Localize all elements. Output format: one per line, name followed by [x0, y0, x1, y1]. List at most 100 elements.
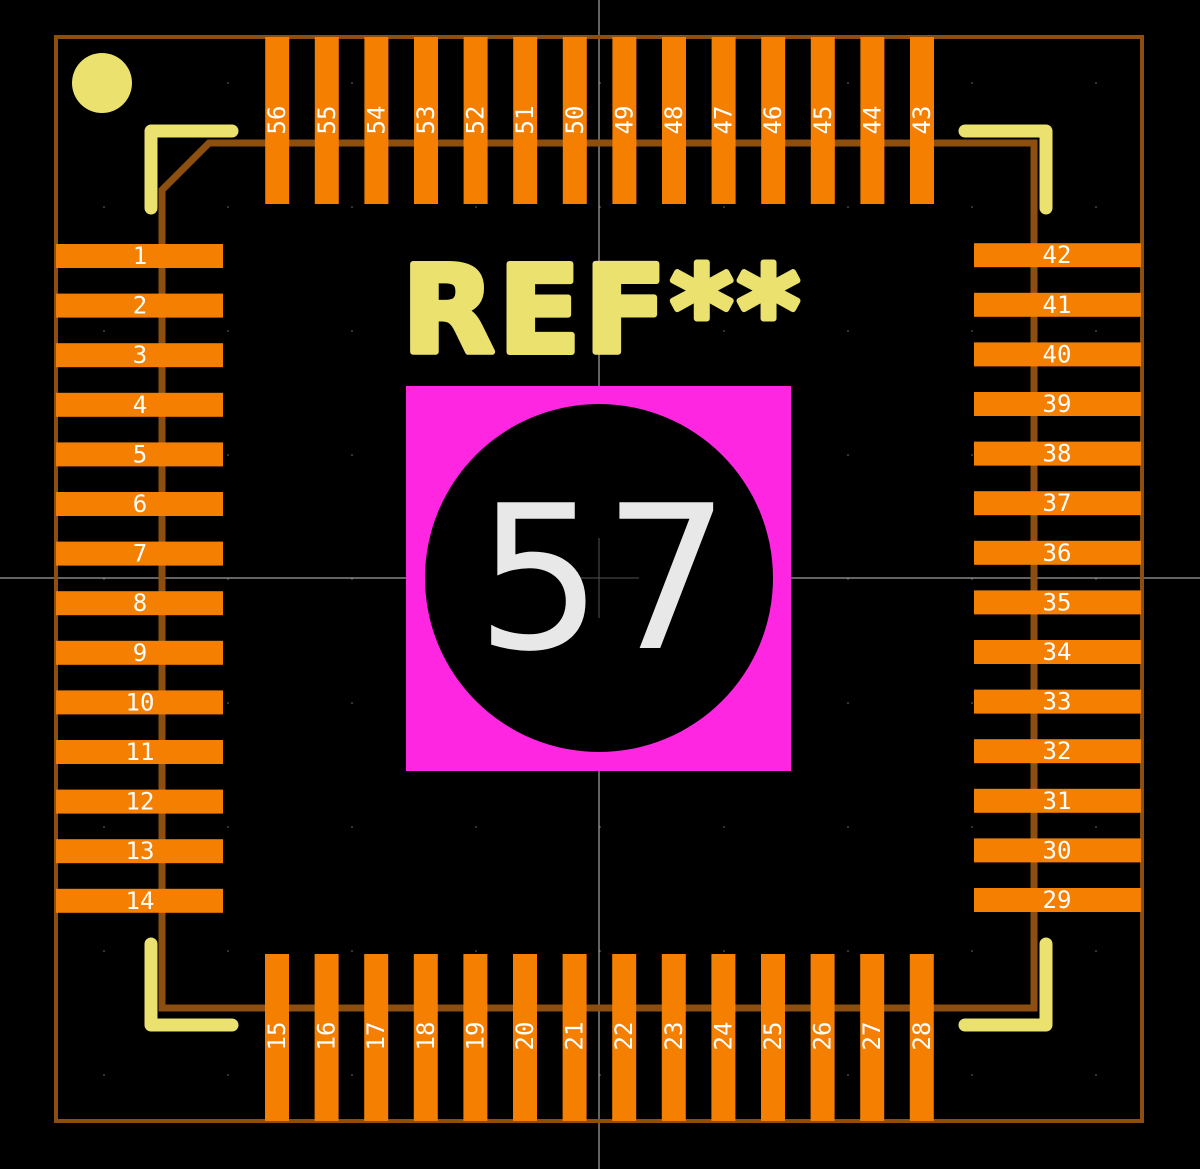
pad-shape	[974, 342, 1141, 367]
grid-dot	[227, 82, 229, 84]
pad-shape	[974, 590, 1141, 615]
pad-42[interactable]: 42	[974, 241, 1141, 269]
grid-dot	[971, 1074, 973, 1076]
pad-7[interactable]: 7	[56, 540, 223, 568]
pin-number-label: 3	[133, 341, 147, 369]
pad-47[interactable]: 47	[710, 37, 738, 204]
pad-33[interactable]: 33	[974, 688, 1141, 716]
pad-6[interactable]: 6	[56, 490, 223, 518]
pad-44[interactable]: 44	[858, 37, 886, 204]
pad-shape	[463, 37, 488, 204]
pad-shape	[612, 954, 637, 1121]
pad-3[interactable]: 3	[56, 341, 223, 369]
pad-53[interactable]: 53	[412, 37, 440, 204]
pad-shape	[860, 37, 885, 204]
pad-26[interactable]: 26	[809, 954, 837, 1121]
pin-number-label: 27	[858, 1022, 886, 1051]
pad-11[interactable]: 11	[56, 738, 223, 766]
pin-number-label: 45	[809, 106, 837, 135]
grid-dot	[1095, 1074, 1097, 1076]
grid-dot	[475, 826, 477, 828]
pad-17[interactable]: 17	[362, 954, 390, 1121]
pad-shape	[56, 541, 223, 566]
pad-46[interactable]: 46	[759, 37, 787, 204]
pad-shape	[974, 292, 1141, 317]
pad-23[interactable]: 23	[660, 954, 688, 1121]
pad-56[interactable]: 56	[263, 37, 291, 204]
pad-45[interactable]: 45	[809, 37, 837, 204]
pad-shape	[974, 838, 1141, 863]
pad-29[interactable]: 29	[974, 886, 1141, 914]
pad-55[interactable]: 55	[313, 37, 341, 204]
pad-9[interactable]: 9	[56, 639, 223, 667]
pad-shape	[56, 640, 223, 665]
grid-dot	[351, 330, 353, 332]
pad-52[interactable]: 52	[462, 37, 490, 204]
grid-dot	[971, 206, 973, 208]
pad-16[interactable]: 16	[313, 954, 341, 1121]
pad-41[interactable]: 41	[974, 291, 1141, 319]
pad-10[interactable]: 10	[56, 688, 223, 716]
silk-corner-top-left	[144, 124, 239, 215]
pin-number-label: 46	[759, 106, 787, 135]
pad-shape	[56, 591, 223, 616]
pad-20[interactable]: 20	[511, 954, 539, 1121]
grid-dot	[847, 950, 849, 952]
pad-31[interactable]: 31	[974, 787, 1141, 815]
grid-dot	[1095, 206, 1097, 208]
pad-51[interactable]: 51	[511, 37, 539, 204]
pad-15[interactable]: 15	[263, 954, 291, 1121]
pad-shape	[56, 343, 223, 368]
pad-2[interactable]: 2	[56, 292, 223, 320]
pad-13[interactable]: 13	[56, 837, 223, 865]
pad-34[interactable]: 34	[974, 638, 1141, 666]
pad-shape	[413, 954, 438, 1121]
pad-shape	[56, 244, 223, 268]
pad-27[interactable]: 27	[858, 954, 886, 1121]
pad-shape	[974, 689, 1141, 714]
grid-dot	[847, 330, 849, 332]
center-pad[interactable]: 57	[406, 386, 791, 771]
pad-14[interactable]: 14	[56, 887, 223, 915]
grid-dot	[103, 330, 105, 332]
pad-18[interactable]: 18	[412, 954, 440, 1121]
pad-21[interactable]: 21	[561, 954, 589, 1121]
grid-dot	[475, 206, 477, 208]
pad-4[interactable]: 4	[56, 391, 223, 419]
pad-32[interactable]: 32	[974, 737, 1141, 765]
pad-35[interactable]: 35	[974, 588, 1141, 616]
pad-49[interactable]: 49	[610, 37, 638, 204]
pad-24[interactable]: 24	[709, 954, 737, 1121]
pad-28[interactable]: 28	[908, 954, 936, 1121]
grid-dot	[971, 826, 973, 828]
pad-43[interactable]: 43	[908, 37, 936, 204]
pad-40[interactable]: 40	[974, 340, 1141, 368]
pin-number-label: 16	[313, 1022, 341, 1051]
pad-36[interactable]: 36	[974, 539, 1141, 567]
pin-number-label: 35	[1043, 588, 1072, 616]
pad-37[interactable]: 37	[974, 489, 1141, 517]
pad-shape	[364, 37, 389, 204]
pad-38[interactable]: 38	[974, 440, 1141, 468]
pin-number-label: 22	[610, 1022, 638, 1051]
pad-25[interactable]: 25	[759, 954, 787, 1121]
pad-5[interactable]: 5	[56, 440, 223, 468]
pad-8[interactable]: 8	[56, 589, 223, 617]
grid-dot	[227, 578, 229, 580]
pad-shape	[761, 37, 786, 204]
pad-39[interactable]: 39	[974, 390, 1141, 418]
grid-dot	[971, 454, 973, 456]
pad-shape	[56, 740, 223, 764]
grid-dot	[847, 826, 849, 828]
pad-1[interactable]: 1	[56, 242, 223, 270]
grid-dot	[847, 82, 849, 84]
pad-50[interactable]: 50	[561, 37, 589, 204]
pad-19[interactable]: 19	[461, 954, 489, 1121]
pad-12[interactable]: 12	[56, 788, 223, 816]
grid-dot	[599, 82, 601, 84]
pad-30[interactable]: 30	[974, 836, 1141, 864]
pad-54[interactable]: 54	[362, 37, 390, 204]
pad-48[interactable]: 48	[660, 37, 688, 204]
pad-shape	[562, 954, 587, 1121]
pad-22[interactable]: 22	[610, 954, 638, 1121]
